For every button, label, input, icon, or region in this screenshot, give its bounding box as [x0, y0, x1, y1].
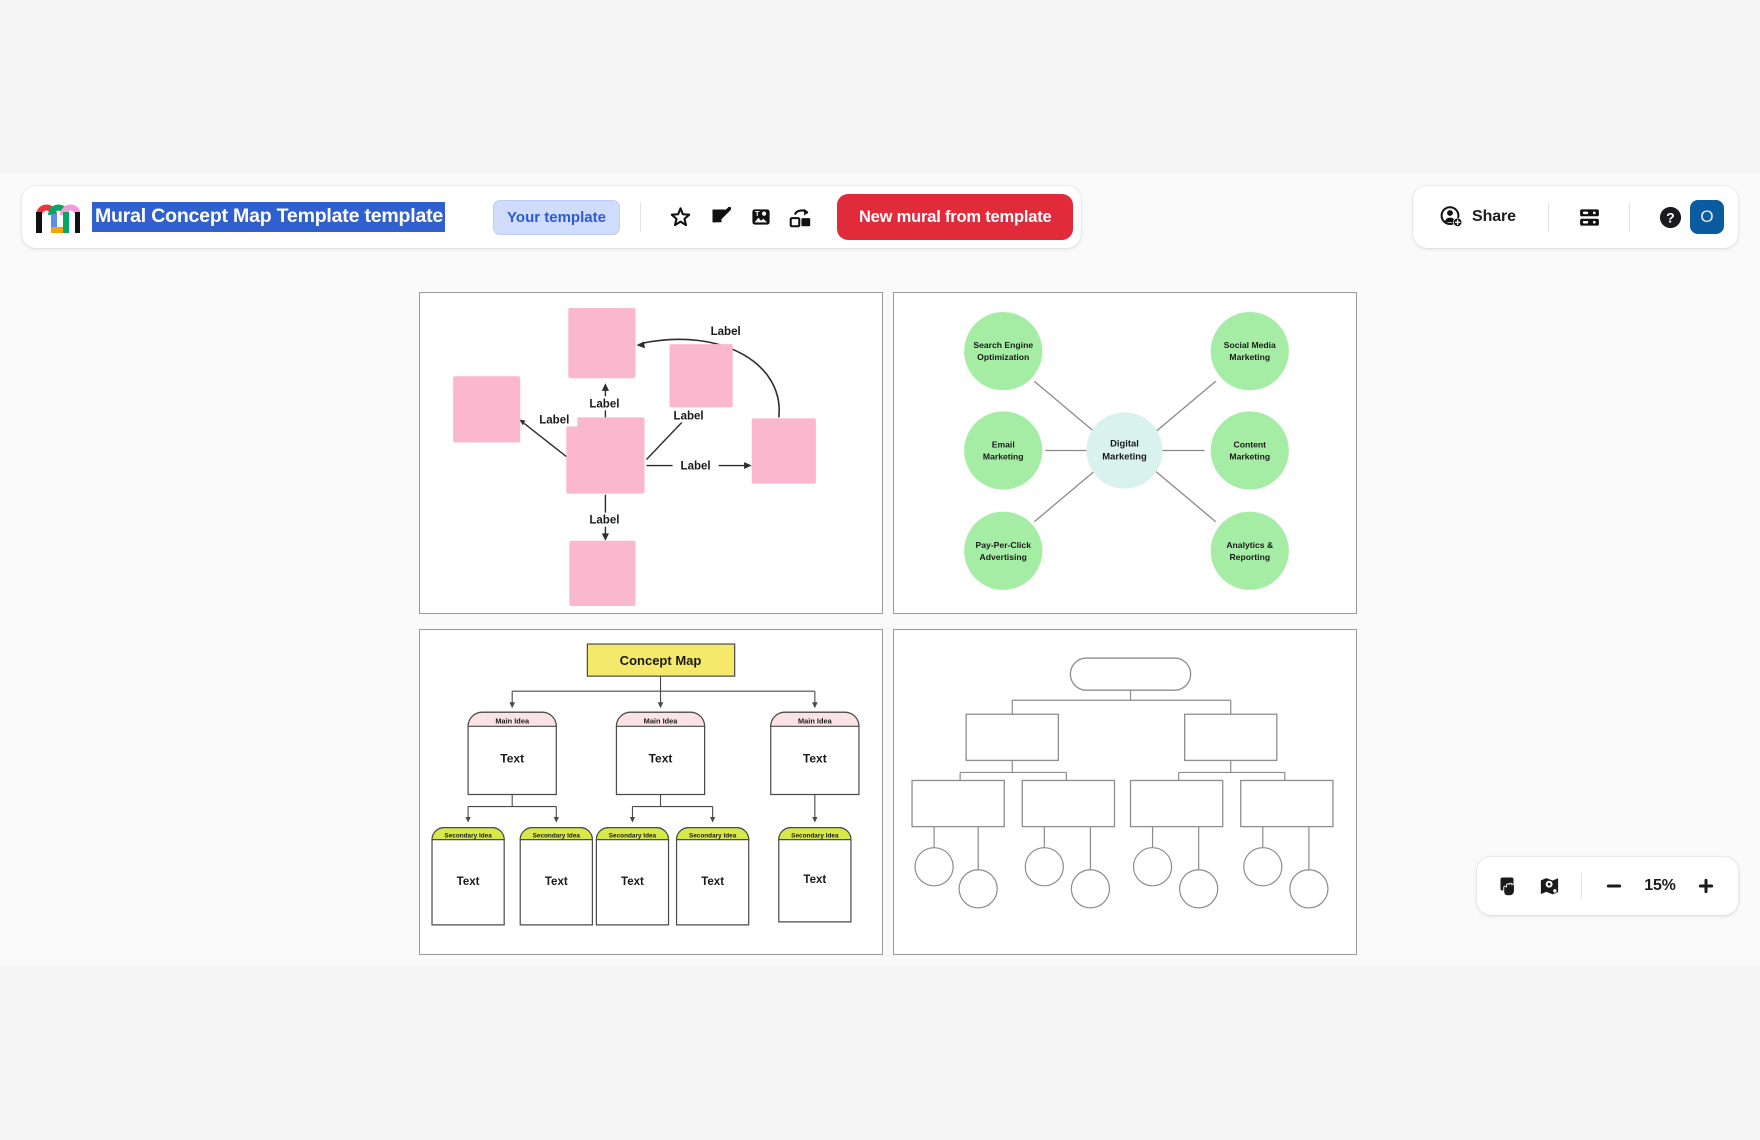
svg-text:Content: Content	[1234, 439, 1267, 449]
svg-text:Label: Label	[681, 461, 711, 473]
svg-text:Digital: Digital	[1110, 437, 1139, 448]
favorite-star-icon[interactable]	[661, 197, 701, 237]
zoom-divider	[1581, 873, 1582, 899]
svg-text:Marketing: Marketing	[1229, 352, 1270, 362]
svg-text:Text: Text	[649, 751, 673, 765]
pan-hand-icon[interactable]	[1491, 868, 1527, 904]
svg-text:T: T	[755, 209, 760, 218]
share-label: Share	[1472, 208, 1516, 225]
svg-text:Marketing: Marketing	[1229, 452, 1270, 462]
header-divider	[639, 202, 641, 232]
mural-title-input[interactable]: Mural Concept Map Template template	[92, 202, 446, 232]
user-avatar[interactable]: O	[1690, 200, 1724, 234]
svg-text:Secondary Idea: Secondary Idea	[533, 833, 581, 840]
text-image-ai-icon[interactable]: T	[741, 197, 781, 237]
zoom-in-button[interactable]	[1688, 868, 1724, 904]
outline-list-icon[interactable]	[1569, 197, 1609, 237]
svg-text:Text: Text	[701, 876, 724, 888]
panel-blank-org-chart[interactable]	[893, 629, 1357, 955]
share-button[interactable]: Share	[1427, 197, 1528, 238]
svg-text:Social Media: Social Media	[1224, 340, 1276, 350]
svg-text:Secondary Idea: Secondary Idea	[689, 833, 737, 840]
svg-text:Text: Text	[803, 751, 827, 765]
svg-text:Label: Label	[539, 414, 569, 426]
new-mural-from-template-button[interactable]: New mural from template	[836, 194, 1074, 240]
svg-text:Optimization: Optimization	[977, 352, 1029, 362]
svg-text:Concept Map: Concept Map	[620, 653, 702, 668]
svg-text:Text: Text	[500, 751, 524, 765]
svg-text:Main Idea: Main Idea	[798, 716, 833, 725]
svg-text:Search Engine: Search Engine	[973, 340, 1033, 350]
center-node	[1086, 412, 1163, 489]
header-right-divider-1	[1548, 202, 1549, 232]
shapes-duplicate-icon[interactable]	[781, 197, 821, 237]
svg-text:Main Idea: Main Idea	[495, 716, 530, 725]
svg-text:Text: Text	[803, 874, 826, 886]
svg-text:Text: Text	[621, 876, 644, 888]
header-toolbar: Mural Concept Map Template template Your…	[22, 186, 1082, 248]
share-person-add-icon	[1439, 204, 1463, 231]
svg-text:?: ?	[1666, 210, 1675, 226]
svg-text:Advertising: Advertising	[980, 552, 1027, 562]
header-right-cluster: Share ? O	[1413, 186, 1738, 248]
svg-text:Marketing: Marketing	[983, 452, 1024, 462]
zoom-control-bar: 15%	[1477, 857, 1738, 915]
svg-text:Reporting: Reporting	[1229, 552, 1270, 562]
panel-digital-marketing-map[interactable]: Digital Marketing Search Engine Optimiza…	[893, 292, 1357, 614]
svg-text:Main Idea: Main Idea	[644, 716, 679, 725]
your-template-badge: Your template	[493, 199, 620, 235]
svg-text:Label: Label	[674, 410, 704, 422]
svg-text:Email: Email	[992, 439, 1015, 449]
mural-logo-icon[interactable]	[36, 200, 81, 234]
svg-text:Text: Text	[457, 876, 480, 888]
svg-text:Label: Label	[589, 398, 619, 410]
header-right-divider-2	[1629, 202, 1630, 232]
svg-text:Label: Label	[589, 515, 619, 527]
panel-concept-map-arrows[interactable]: Label Label Label Label Label Label	[419, 292, 883, 614]
help-question-icon[interactable]: ?	[1650, 197, 1690, 237]
svg-text:Analytics &: Analytics &	[1226, 540, 1273, 550]
minimap-icon[interactable]	[1531, 868, 1567, 904]
svg-text:Label: Label	[711, 326, 741, 338]
zoom-level-value: 15%	[1644, 877, 1676, 894]
svg-text:Secondary Idea: Secondary Idea	[791, 833, 839, 840]
svg-text:Marketing: Marketing	[1102, 451, 1147, 462]
svg-text:Secondary Idea: Secondary Idea	[444, 833, 492, 840]
svg-text:Text: Text	[545, 876, 568, 888]
panel-concept-map-hierarchy[interactable]: Concept Map Main Idea Text Main Idea Tex…	[419, 629, 883, 955]
edit-pencil-icon[interactable]	[701, 197, 741, 237]
svg-text:Secondary Idea: Secondary Idea	[609, 833, 657, 840]
svg-text:Pay-Per-Click: Pay-Per-Click	[975, 540, 1031, 550]
zoom-out-button[interactable]	[1596, 868, 1632, 904]
